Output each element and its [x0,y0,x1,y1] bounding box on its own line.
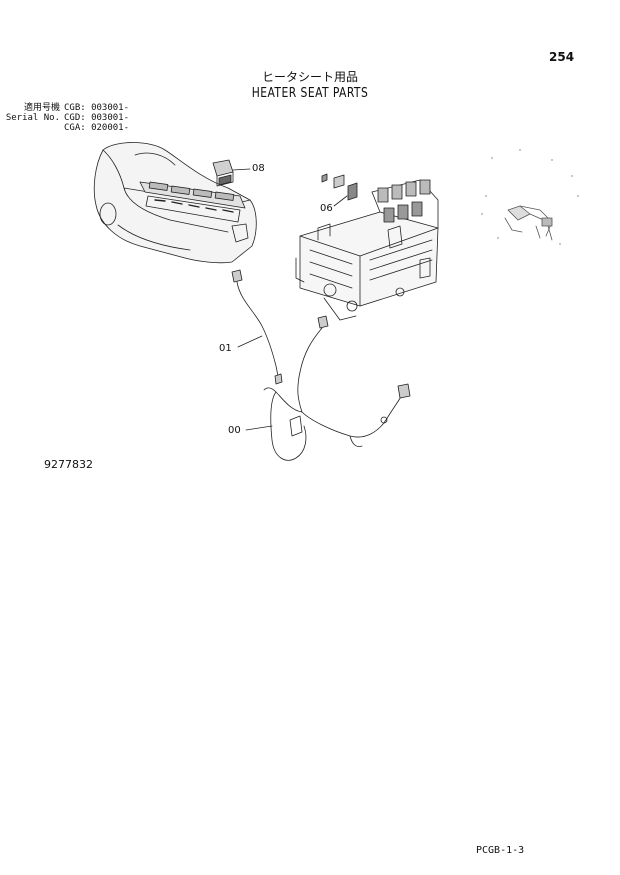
footer-code: PCGB-1-3 [476,845,525,856]
serial-label: 適用号機 [23,103,60,113]
drawing-number: 9277832 [44,458,93,471]
callout-06: 06 [320,203,333,214]
serial-code: CGD: 003001- [64,113,130,123]
page-title: HEATER SEAT PARTS [251,86,369,101]
callout-01: 01 [219,343,232,354]
harness-01 [231,269,283,385]
serial-label: Serial No. [5,113,60,123]
page-number: 254 [549,50,575,64]
serial-row: CGA: 020001- [0,123,129,133]
serial-row: 適用号機 CGB: 003001- [0,103,129,113]
control-block [295,179,439,321]
faint-dots [481,149,579,245]
callout-08: 08 [252,163,265,174]
switch-08 [212,159,251,187]
serial-code: CGB: 003001- [64,103,130,113]
serial-code: CGA: 020001- [64,123,130,133]
clip-06 [321,173,358,207]
detail-right [504,205,553,241]
console-housing [93,142,257,264]
serial-row: Serial No. CGD: 003001- [0,113,129,123]
harness-00 [245,315,411,461]
page-title-japanese: ヒータシート用品 [261,70,358,84]
callout-00: 00 [228,425,241,436]
